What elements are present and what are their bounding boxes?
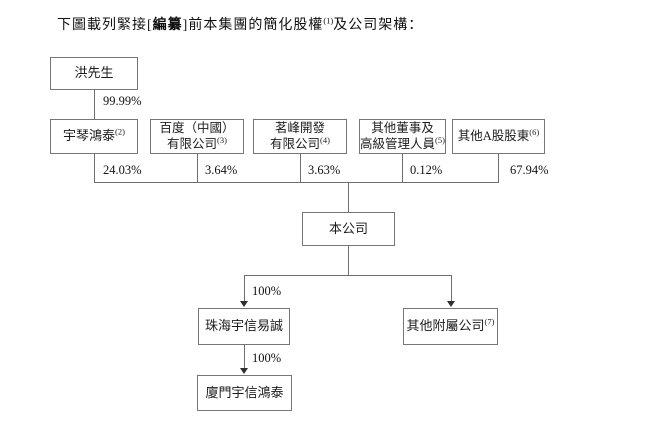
footnote-marker: (5) [435, 134, 445, 145]
node-label-line1: 茗峰開發 [274, 120, 325, 135]
node-label-line2: 高級管理人員(5) [360, 134, 445, 151]
ownership-pct-yuqin: 24.03% [103, 163, 142, 177]
edge-a-shareholders-stub-line [498, 154, 499, 182]
node-label: 珠海宇信易誠 [204, 318, 283, 334]
arrow-down-icon [447, 301, 455, 307]
node-mr-hong: 洪先生 [50, 57, 138, 90]
node-label-line2: 有限公司(4) [270, 134, 330, 151]
edge-to-company-line [348, 182, 349, 212]
caption-prefix: 下圖載列緊接[ [57, 18, 153, 33]
node-label: 其他附屬公司(7) [406, 317, 495, 334]
ownership-pct-baidu: 3.64% [205, 163, 238, 177]
edge-mingfeng-stub-line [300, 154, 301, 182]
node-other-directors: 其他董事及 高級管理人員(5) [359, 119, 446, 154]
node-label: 宇琴鴻泰(2) [63, 127, 125, 144]
edge-company-to-zhuhai-line [244, 275, 245, 302]
ownership-pct-company-zhuhai: 100% [252, 284, 282, 298]
ownership-pct-hong-yuqin: 99.99% [103, 94, 142, 108]
ownership-pct-directors: 0.12% [410, 163, 443, 177]
edge-baidu-stub-line [197, 154, 198, 182]
edge-directors-stub-line [402, 154, 403, 182]
node-label: 其他A股股東(6) [457, 126, 540, 143]
node-label: 洪先生 [74, 65, 114, 81]
footnote-marker: (4) [320, 134, 330, 145]
edge-company-down-line [348, 246, 349, 275]
node-other-subsidiaries: 其他附屬公司(7) [403, 308, 498, 345]
footnote-marker: (3) [217, 134, 227, 145]
node-baidu-china: 百度（中國） 有限公司(3) [150, 119, 244, 154]
caption-footnote-1: (1) [323, 15, 334, 26]
edge-hong-to-yuqin-line [94, 90, 95, 119]
caption-mid: ]前本集團的簡化股權 [182, 18, 324, 33]
arrow-down-icon [240, 368, 248, 374]
caption-redacted: 編纂 [152, 18, 183, 33]
edge-zhuhai-to-xiamen-line [244, 345, 245, 369]
node-label: 廈門宇信鴻泰 [205, 384, 284, 400]
diagram-caption: 下圖載列緊接[編纂]前本集團的簡化股權(1)及公司架構： [57, 14, 423, 34]
node-label-line1: 其他董事及 [371, 120, 434, 135]
caption-suffix: 及公司架構： [333, 18, 424, 33]
edge-yuqin-stub-line [94, 154, 95, 182]
arrow-down-icon [240, 301, 248, 307]
edge-company-to-other-subs-line [451, 275, 452, 302]
node-the-company: 本公司 [302, 212, 395, 246]
ownership-pct-mingfeng: 3.63% [308, 163, 341, 177]
node-xiamen-yuxin-hongtai: 廈門宇信鴻泰 [197, 375, 292, 411]
shareholders-connector-line [94, 182, 499, 183]
footnote-marker: (7) [484, 317, 495, 328]
node-yuqin-hongtai: 宇琴鴻泰(2) [50, 119, 138, 154]
node-label-line1: 百度（中國） [159, 120, 235, 135]
node-mingfeng-development: 茗峰開發 有限公司(4) [253, 119, 347, 154]
node-other-a-shareholders: 其他A股股東(6) [452, 119, 545, 154]
node-zhuhai-yuxin-yicheng: 珠海宇信易誠 [198, 308, 290, 345]
footnote-marker: (6) [529, 126, 540, 137]
ownership-pct-a-shareholders: 67.94% [510, 163, 549, 177]
node-label: 本公司 [328, 220, 368, 236]
ownership-pct-zhuhai-xiamen: 100% [252, 351, 282, 365]
subsidiaries-branch-line [244, 275, 451, 276]
footnote-marker: (2) [115, 127, 125, 138]
node-label-line2: 有限公司(3) [167, 134, 227, 151]
